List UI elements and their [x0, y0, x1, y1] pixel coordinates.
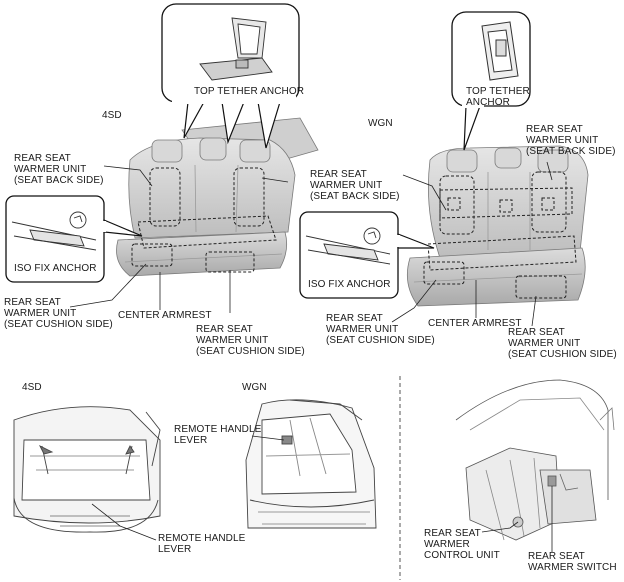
top-tether-anchor-wgn-label: TOP TETHER ANCHOR: [466, 86, 530, 108]
leader-remote-4sd: [91, 503, 157, 541]
rear-seat-warmer-switch-label: REAR SEAT WARMER SWITCH: [528, 551, 617, 573]
leaders-4sd: [69, 165, 231, 313]
seat-cushion-warmer-wgn-right-label: REAR SEAT WARMER UNIT (SEAT CUSHION SIDE…: [508, 327, 617, 360]
seat-4sd: [116, 117, 319, 277]
leaders-wgn: [261, 161, 553, 327]
warmer-zones-wgn: [423, 171, 577, 299]
variant-label-wgn-bottom: WGN: [242, 382, 267, 393]
iso-fix-anchor-4sd-label: ISO FIX ANCHOR: [14, 263, 97, 274]
isofix-callout-4sd: [5, 195, 143, 283]
leader-remote-wgn: [251, 435, 285, 441]
interior-cutaway: [455, 379, 615, 541]
variant-label-4sd-bottom: 4SD: [22, 382, 42, 393]
leaders-interior: [481, 486, 553, 552]
rear-seat-warmer-control-unit-label: REAR SEAT WARMER CONTROL UNIT: [424, 528, 500, 561]
hatch-wgn: [245, 399, 377, 529]
seat-back-warmer-wgn-right-label: REAR SEAT WARMER UNIT (SEAT BACK SIDE): [526, 124, 616, 157]
remote-handle-lever-wgn-label: REMOTE HANDLE LEVER: [174, 424, 262, 446]
seat-back-warmer-4sd-label: REAR SEAT WARMER UNIT (SEAT BACK SIDE): [14, 153, 104, 186]
center-armrest-4sd-label: CENTER ARMREST: [118, 310, 212, 321]
seat-cushion-warmer-4sd-left-label: REAR SEAT WARMER UNIT (SEAT CUSHION SIDE…: [4, 297, 113, 330]
seat-back-warmer-wgn-left-label: REAR SEAT WARMER UNIT (SEAT BACK SIDE): [310, 169, 400, 202]
tether-callout-4sd: [161, 3, 300, 149]
center-armrest-wgn-label: CENTER ARMREST: [428, 318, 522, 329]
isofix-callout-wgn: [299, 211, 435, 299]
iso-fix-anchor-wgn-label: ISO FIX ANCHOR: [308, 279, 391, 290]
trunk-4sd: [13, 406, 161, 533]
tether-callout-wgn: [451, 11, 531, 151]
seat-wgn: [406, 145, 589, 307]
top-tether-anchor-4sd-label: TOP TETHER ANCHOR: [194, 86, 305, 97]
seat-cushion-warmer-4sd-right-label: REAR SEAT WARMER UNIT (SEAT CUSHION SIDE…: [196, 324, 305, 357]
variant-label-4sd-top: 4SD: [102, 110, 122, 121]
variant-label-wgn-top: WGN: [368, 118, 393, 129]
remote-handle-lever-4sd-label: REMOTE HANDLE LEVER: [158, 533, 246, 555]
seat-cushion-warmer-wgn-left-label: REAR SEAT WARMER UNIT (SEAT CUSHION SIDE…: [326, 313, 435, 346]
